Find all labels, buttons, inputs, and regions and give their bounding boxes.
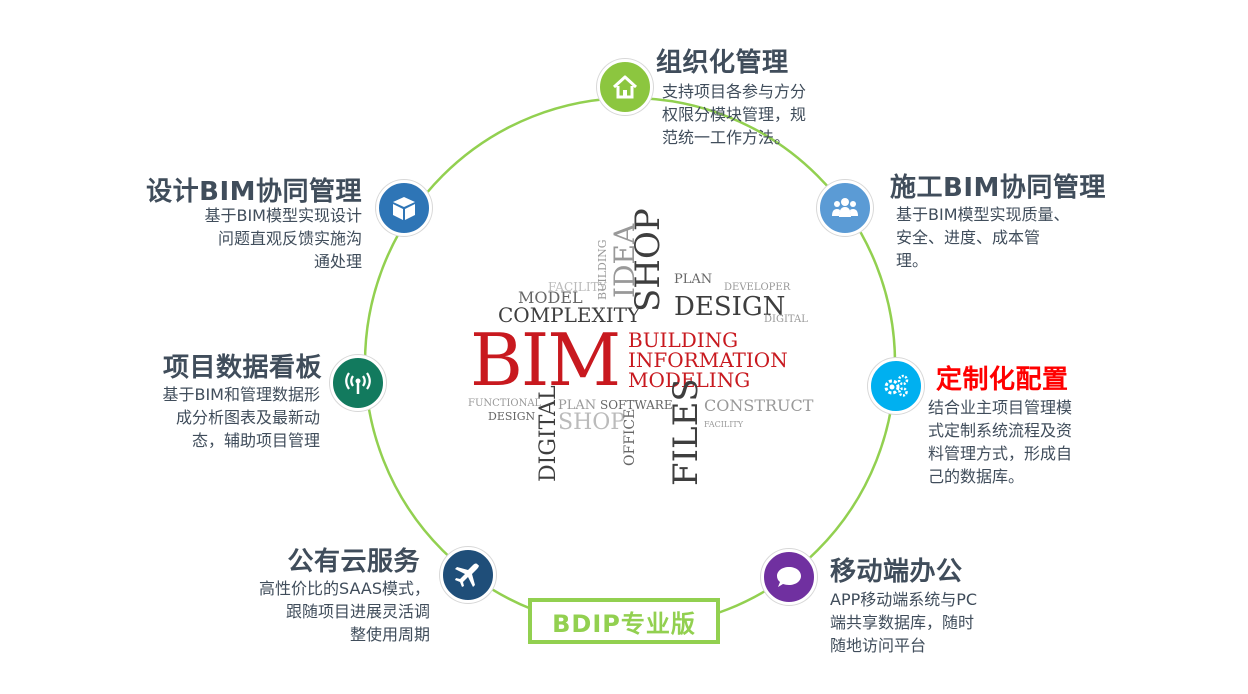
box-icon[interactable] — [376, 180, 432, 236]
desc-line: 成分析图表及最新动 — [175, 408, 320, 427]
desc-line: 理。 — [896, 251, 929, 270]
cloud-word-design-small: DESIGN — [488, 410, 536, 423]
cloud-word-facility2: FACILITY — [704, 420, 744, 429]
cloud-word-plan: PLAN — [674, 272, 713, 287]
org-management-desc: 支持项目各参与方分 权限分模块管理，规 范统一工作方法。 — [662, 80, 806, 149]
cloud-word-plan2: PLAN — [558, 398, 597, 413]
data-dashboard-title: 项目数据看板 — [162, 353, 322, 383]
desc-line: 范统一工作方法。 — [662, 128, 791, 147]
cloud-word-functional: FUNCTIONAL — [468, 398, 542, 409]
desc-line: 权限分模块管理，规 — [662, 105, 807, 124]
gears-icon[interactable] — [868, 358, 924, 414]
cloud-word-complexity: COMPLEXITY — [498, 303, 641, 327]
signal-tower-icon[interactable] — [330, 355, 386, 411]
cloud-word-construct: CONSTRUCT — [704, 396, 814, 415]
desc-line: 支持项目各参与方分 — [662, 82, 807, 101]
cloud-word-modeling: MODELING — [628, 368, 751, 392]
design-bim-desc: 基于BIM模型实现设计 问题直观反馈实施沟 通处理 — [204, 204, 362, 273]
desc-line: 问题直观反馈实施沟 — [217, 229, 362, 248]
cloud-word-developer: DEVELOPER — [724, 282, 791, 293]
custom-config-desc: 结合业主项目管理模 式定制系统流程及资 料管理方式，形成自 己的数据库。 — [928, 396, 1072, 488]
construction-bim-desc: 基于BIM模型实现质量、 安全、进度、成本管 理。 — [896, 203, 1070, 272]
desc-line: 跟随项目进展灵活调 — [285, 602, 430, 621]
data-dashboard-desc: 基于BIM和管理数据形 成分析图表及最新动 态，辅助项目管理 — [162, 383, 320, 452]
desc-line: 端共享数据库，随时 — [830, 613, 975, 632]
design-bim-title: 设计BIM协同管理 — [146, 177, 362, 207]
desc-line: 整使用周期 — [349, 625, 430, 644]
desc-line: 安全、进度、成本管 — [896, 228, 1041, 247]
bdip-edition-badge: BDIP专业版 — [528, 598, 720, 644]
chat-bubble-icon[interactable] — [761, 549, 817, 605]
public-cloud-desc: 高性价比的SAAS模式， 跟随项目进展灵活调 整使用周期 — [259, 577, 430, 646]
custom-config-title: 定制化配置 — [936, 365, 1069, 395]
mobile-office-title: 移动端办公 — [830, 557, 963, 587]
cloud-word-bim: BIM — [470, 318, 621, 402]
desc-line: 随地访问平台 — [830, 636, 927, 655]
cloud-word-digital-small: DIGITAL — [764, 314, 808, 325]
desc-line: 高性价比的SAAS模式， — [259, 579, 430, 598]
desc-line: 基于BIM模型实现质量、 — [896, 205, 1070, 224]
cloud-word-shop: SHOP — [628, 208, 668, 312]
cloud-word-office: OFFICE — [622, 408, 638, 466]
desc-line: 态，辅助项目管理 — [191, 431, 320, 450]
cloud-word-design: DESIGN — [674, 292, 786, 322]
desc-line: 基于BIM和管理数据形 — [162, 385, 320, 404]
people-icon[interactable] — [817, 180, 873, 236]
house-icon[interactable] — [597, 59, 653, 115]
cloud-word-facility: FACILITY — [548, 280, 607, 294]
construction-bim-title: 施工BIM协同管理 — [890, 173, 1106, 203]
desc-line: APP移动端系统与PC — [830, 590, 978, 609]
desc-line: 基于BIM模型实现设计 — [204, 206, 362, 225]
cloud-word-building: BUILDING — [628, 328, 739, 352]
cloud-word-model: MODEL — [518, 288, 583, 307]
bim-word-cloud: FACILITY BUILDING IDEA SHOP MODEL COMPLE… — [458, 208, 813, 500]
public-cloud-title: 公有云服务 — [287, 547, 420, 577]
org-management-title: 组织化管理 — [656, 48, 789, 78]
desc-line: 料管理方式，形成自 — [928, 444, 1073, 463]
desc-line: 式定制系统流程及资 — [928, 421, 1073, 440]
cloud-word-software: SOFTWARE — [600, 398, 673, 412]
cloud-word-shop2: SHOP — [558, 410, 626, 435]
desc-line: 己的数据库。 — [928, 467, 1025, 486]
airplane-icon[interactable] — [440, 547, 496, 603]
cloud-word-files: FILES — [666, 378, 706, 486]
desc-line: 结合业主项目管理模 — [928, 398, 1073, 417]
mobile-office-desc: APP移动端系统与PC 端共享数据库，随时 随地访问平台 — [830, 588, 977, 657]
cloud-word-information: INFORMATION — [628, 348, 788, 372]
desc-line: 通处理 — [313, 252, 362, 271]
